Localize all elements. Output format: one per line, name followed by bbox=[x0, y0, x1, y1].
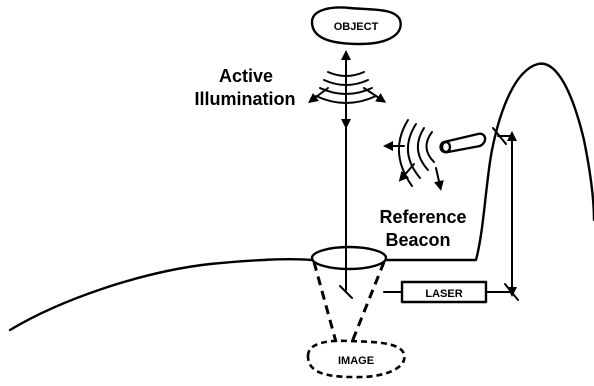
terrain-curve bbox=[8, 62, 594, 332]
reference-beacon-waves bbox=[383, 119, 444, 191]
image-node: IMAGE bbox=[306, 339, 406, 379]
beacon-source-tube bbox=[439, 132, 487, 154]
laser-box: LASER bbox=[400, 280, 488, 304]
telescope-lens bbox=[310, 245, 388, 271]
laser-label: LASER bbox=[425, 288, 462, 300]
beacon-label-line1: Reference bbox=[379, 207, 466, 227]
object-label: OBJECT bbox=[334, 21, 379, 33]
object-node: OBJECT bbox=[310, 6, 402, 46]
active-label-line2: Illumination bbox=[195, 89, 296, 109]
laser-path bbox=[339, 127, 519, 301]
cone-left bbox=[312, 261, 338, 343]
image-label: IMAGE bbox=[338, 355, 374, 367]
cone-right bbox=[350, 261, 386, 343]
beacon-label-line2: Beacon bbox=[385, 230, 450, 250]
active-illumination-waves bbox=[308, 71, 387, 104]
active-label-line1: Active bbox=[219, 66, 273, 86]
